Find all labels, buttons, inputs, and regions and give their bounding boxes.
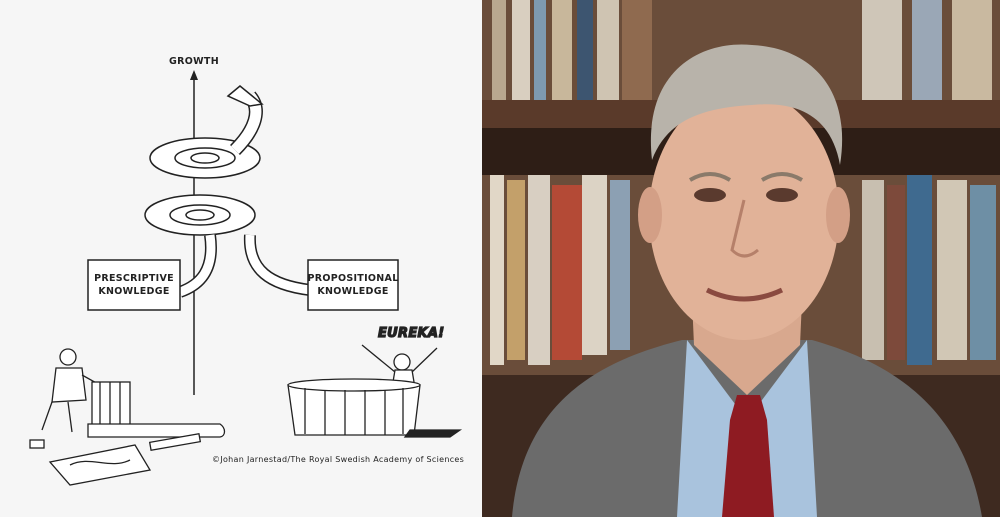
growth-axis-label: GROWTH xyxy=(169,56,219,67)
growth-diagram-panel: GROWTH PRESCRIPTIVE KNOWLEDGE PROPOSITIO… xyxy=(0,0,482,517)
knowledge-spiral-illustration: GROWTH PRESCRIPTIVE KNOWLEDGE PROPOSITIO… xyxy=(0,0,482,517)
archimedes-bath-figure: EUREKA! xyxy=(288,326,460,437)
prescriptive-label-line2: KNOWLEDGE xyxy=(98,286,169,297)
propositional-label-line2: KNOWLEDGE xyxy=(317,286,388,297)
face xyxy=(649,90,839,340)
arrow-up-icon xyxy=(190,70,198,80)
propositional-knowledge-box xyxy=(308,260,398,310)
craftsman-figure xyxy=(30,349,225,485)
portrait-photo-panel xyxy=(482,0,1000,517)
prescriptive-knowledge-box xyxy=(88,260,180,310)
image-credit: ©Johan Jarnestad/The Royal Swedish Acade… xyxy=(212,455,464,464)
eureka-text: EUREKA! xyxy=(378,326,445,341)
portrait-photo xyxy=(482,0,1000,517)
prescriptive-label-line1: PRESCRIPTIVE xyxy=(94,273,174,284)
propositional-label-line1: PROPOSITIONAL xyxy=(307,273,398,284)
